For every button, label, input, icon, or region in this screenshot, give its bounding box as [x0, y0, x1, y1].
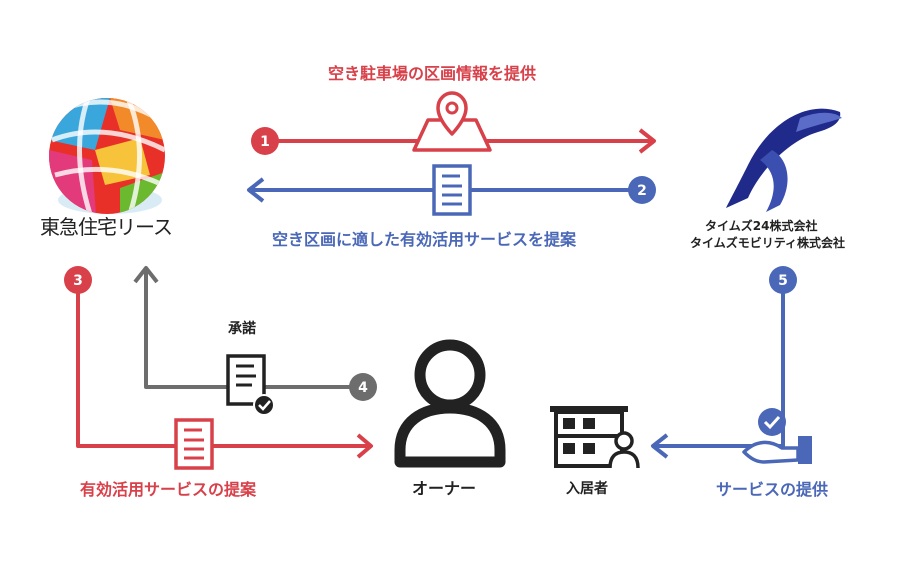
owner-label: オーナー — [412, 479, 477, 498]
service-hand-icon — [742, 408, 812, 464]
step2-label: 空き区画に適した有効活用サービスを提案 — [272, 230, 577, 249]
approval-document-icon — [226, 354, 275, 416]
proposal-document-icon — [432, 164, 472, 216]
tokyu-company-name: 東急住宅リース — [40, 215, 173, 239]
step4-label: 承諾 — [228, 321, 256, 337]
tokyu-logo-icon — [49, 98, 165, 214]
step5-arrow — [651, 266, 797, 459]
resident-label: 入居者 — [566, 481, 608, 497]
proposal-document-red-icon — [174, 418, 214, 470]
times-mobility-company-name: タイムズモビリティ株式会社 — [690, 236, 846, 250]
step3-label: 有効活用サービスの提案 — [80, 480, 257, 499]
step1-label: 空き駐車場の区画情報を提供 — [328, 64, 537, 83]
step2-number: 2 — [637, 183, 647, 199]
step1-number: 1 — [260, 134, 270, 150]
times24-company-name: タイムズ24株式会社 — [705, 219, 818, 233]
step4-number: 4 — [358, 380, 368, 396]
step3-arrow — [64, 266, 373, 459]
step3-number: 3 — [73, 273, 83, 289]
step5-label: サービスの提供 — [716, 480, 829, 499]
resident-building-icon — [550, 406, 640, 469]
step4-arrow — [133, 266, 377, 401]
step5-number: 5 — [778, 273, 788, 289]
owner-person-icon — [394, 339, 506, 468]
times-ribbon-logo-icon — [726, 108, 842, 212]
map-pin-icon — [412, 91, 492, 152]
